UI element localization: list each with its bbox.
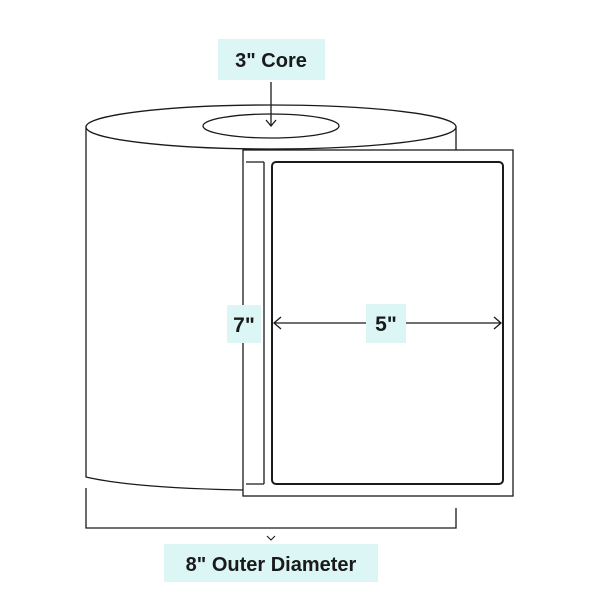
outer-diameter-label-bg bbox=[164, 544, 378, 582]
width-label: 5" bbox=[375, 313, 397, 336]
core-callout: 3" Core bbox=[218, 39, 325, 128]
width-label-bg bbox=[366, 304, 406, 343]
outer-diameter-bracket bbox=[85, 488, 457, 529]
core-pointer-arrowhead bbox=[265, 119, 277, 128]
core-label: 3" Core bbox=[235, 50, 307, 72]
height-label-bg bbox=[227, 305, 261, 343]
width-dimension: 5" bbox=[273, 304, 502, 343]
outer-diameter-chevron bbox=[266, 535, 276, 541]
core-label-bg bbox=[218, 39, 325, 80]
outer-diameter-label: 8" Outer Diameter bbox=[186, 554, 357, 576]
height-label: 7" bbox=[233, 314, 255, 337]
width-arrowhead-right bbox=[493, 316, 502, 330]
outer-diameter-dimension: 8" Outer Diameter bbox=[85, 488, 457, 582]
width-arrowhead-left bbox=[273, 316, 282, 330]
height-dimension: 7" bbox=[227, 161, 265, 485]
